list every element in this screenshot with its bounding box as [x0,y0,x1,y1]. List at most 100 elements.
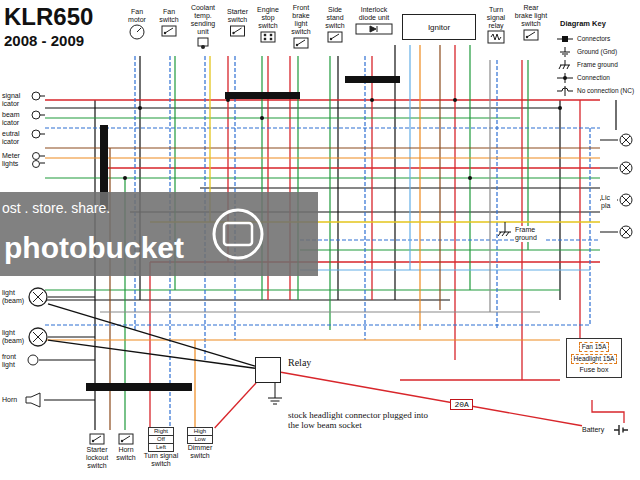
wire-connector [48,304,255,366]
ignitor-box: Ignitor [402,14,476,40]
part-label: Rear brake light switch [514,4,548,28]
watermark-text: ost . store. share. [2,200,110,216]
label-holder: Meter lights [2,152,26,168]
edge-label-holder: 20A [450,399,472,410]
part-label: Headlight 15A [571,354,618,364]
switch-pin [164,32,166,34]
junction-dot [123,176,127,180]
diode-body [356,24,392,34]
legend-sample [556,86,574,96]
part-label: Turn signal relay [482,6,510,30]
lamp-symbol [28,327,48,347]
sample-line [557,73,573,83]
bulb-symbol [33,153,40,160]
label-holder: front light [2,353,26,369]
plug-pin [264,34,266,36]
switch-symbol [224,24,251,38]
junction-dot [453,98,457,102]
rear-lamps [620,134,632,238]
label-holder: stock headlight connector plugged into t… [288,410,428,430]
relay-coil [491,34,501,40]
relay-symbol [482,30,510,44]
switch-symbol [285,36,317,50]
watermark-band [0,192,318,276]
switch-pin [296,44,298,46]
label-holder: Lic pla [601,194,617,210]
switch-body [162,26,176,36]
label-holder: photobucket [4,232,184,264]
watermark-logo [214,210,262,258]
headlight: light (beam) [2,287,48,307]
switch-position: Low [187,435,213,444]
part-label: Ignitor [428,23,450,32]
coolant-sender: Coolant temp. sending unit [185,4,221,50]
brake-light-switch: Rear brake light switch [514,4,548,42]
lamp-filament [33,292,43,302]
junction-dots [123,98,562,180]
ground-label: Frame ground [515,226,545,242]
legend-text: Frame ground [577,61,618,69]
part-label: Horn [2,396,22,404]
sample-ground [560,47,570,56]
switch-contact [122,436,130,441]
fan-motor: Fan motor [122,8,152,40]
switch-position: Left [148,443,174,452]
junction-dot [468,176,472,180]
ground-symbol [268,383,282,404]
bulb-symbol [32,130,40,138]
starter-switch: Starter switch [224,8,251,38]
horn-symbol [24,392,44,408]
switch-contact [297,40,305,45]
switch-pin [121,440,123,442]
part-label: Dimmer switch [184,444,216,460]
plug-body [261,32,275,42]
lamp-filament [33,332,43,342]
dimmer-switch: HighLowDimmer switch [184,428,216,460]
lamp-label: front light [2,353,26,369]
diode-mark [370,26,377,32]
switch-symbol [320,30,350,44]
brake-light-switch: Front brake light switch [285,4,317,50]
part-label: light (beam) [2,289,26,305]
diagram-key: ConnectorsGround (Gnd) Frame groundConnec… [556,32,634,97]
indicator-label: beam icator [2,111,26,127]
horn: Horn [2,392,44,408]
legend-text: Ground (Gnd) [577,48,617,56]
relay-box: Relay [255,357,281,383]
bulb-symbol [33,161,40,168]
plug-pin [264,38,266,40]
label-holder: beam icator [2,111,26,127]
sample-connector [562,36,568,42]
engine-stop-switch: Engine stop switch [254,6,282,44]
legend-sample [556,60,574,70]
part-label: Relay [288,357,311,368]
frame-ground-symbol [498,222,511,236]
sender-symbol [185,36,221,50]
legend-item: Frame ground [556,58,634,71]
horn-body [26,393,40,407]
bulb-symbol [32,111,40,119]
sender-tip [201,45,205,49]
gauge-dial [130,25,144,39]
switch-body [294,38,308,48]
fuse-rating: 20A [450,399,472,410]
label-holder: signal icator [2,92,26,108]
headlight: light (beam) [2,327,48,347]
watermark-logo [224,223,252,245]
plug-symbol [254,30,282,44]
legend-text: No connection (NC) [577,87,634,95]
legend-text: Connectors [577,35,610,43]
legend-item: Connection [556,71,634,84]
connector-bar [345,76,400,83]
lamp-cross [622,136,630,236]
battery: Battery [582,423,630,437]
switch-body [328,32,342,42]
part-label: Turn signal switch [141,452,181,468]
lamp-symbol [28,287,48,307]
connector-bar [225,92,300,99]
bulb-symbol [28,355,38,365]
indicator-label: eutral icator [2,130,28,146]
label-holder: Frame ground [515,226,545,242]
part-label: Fan switch [155,8,183,24]
gauge-symbol [122,24,152,40]
